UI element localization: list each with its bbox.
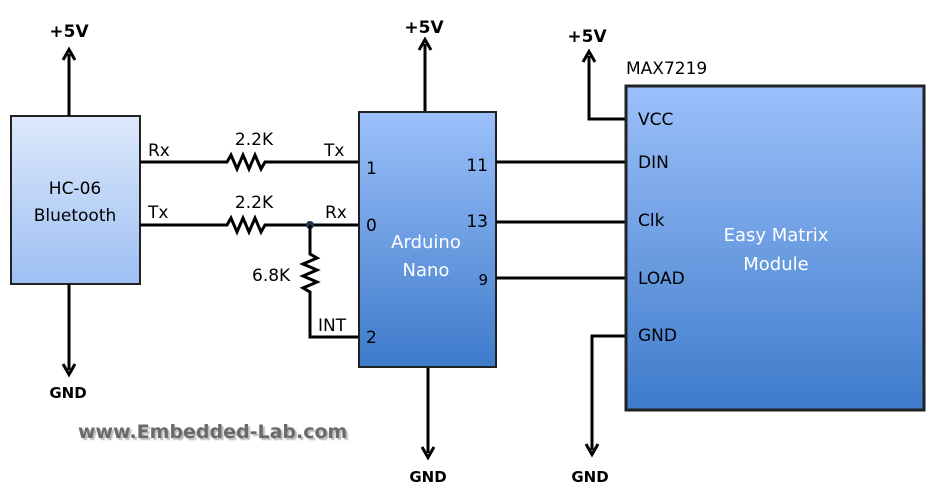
pin-din: DIN [638, 153, 669, 173]
chip-label: MAX7219 [626, 59, 707, 79]
module-name: Easy Matrix [724, 225, 829, 246]
pin-gnd: GND [638, 326, 677, 346]
pin-2: 2 [366, 328, 377, 348]
vcc-label: +5V [567, 27, 607, 47]
pin-0: 0 [366, 216, 377, 236]
pin-11: 11 [466, 156, 488, 176]
hc06-pin-rx: Rx [148, 141, 170, 161]
signal-rx: Rx [325, 203, 347, 223]
signal-int: INT [318, 316, 347, 336]
hc06-module: HC-06 Bluetooth Rx Tx [10, 115, 170, 285]
resistor-r1-value: 2.2K [235, 130, 274, 150]
vcc-label: +5V [49, 22, 89, 42]
pin-load: LOAD [638, 269, 685, 289]
pin-13: 13 [466, 212, 488, 232]
matrix-module: Easy Matrix Module VCC DIN Clk LOAD GND [624, 84, 926, 412]
vcc-label: +5V [404, 18, 444, 38]
hc06-name: HC-06 [49, 179, 101, 199]
gnd-arrow [584, 334, 627, 458]
arduino-name: Nano [403, 260, 450, 281]
module-name: Module [743, 254, 808, 275]
hc06-pin-tx: Tx [147, 203, 168, 223]
watermark: www.Embedded-Lab.com [78, 421, 347, 443]
pin-clk: Clk [638, 211, 665, 231]
resistor-r3 [299, 225, 360, 339]
hc06-name: Bluetooth [34, 206, 117, 226]
arduino-nano: Arduino Nano 1 0 2 11 13 9 [358, 111, 497, 368]
pin-1: 1 [366, 159, 377, 179]
arduino-name: Arduino [391, 232, 461, 253]
pin-9: 9 [478, 271, 488, 289]
resistor-r2-value: 2.2K [235, 193, 274, 213]
gnd-label: GND [409, 468, 446, 486]
resistor-r2 [140, 214, 360, 236]
pin-vcc: VCC [638, 110, 673, 130]
gnd-label: GND [49, 384, 86, 402]
resistor-r1 [140, 151, 360, 173]
signal-tx: Tx [323, 141, 344, 161]
resistor-r3-value: 6.8K [252, 266, 291, 286]
gnd-label: GND [571, 468, 608, 486]
vcc-arrow [581, 48, 626, 121]
